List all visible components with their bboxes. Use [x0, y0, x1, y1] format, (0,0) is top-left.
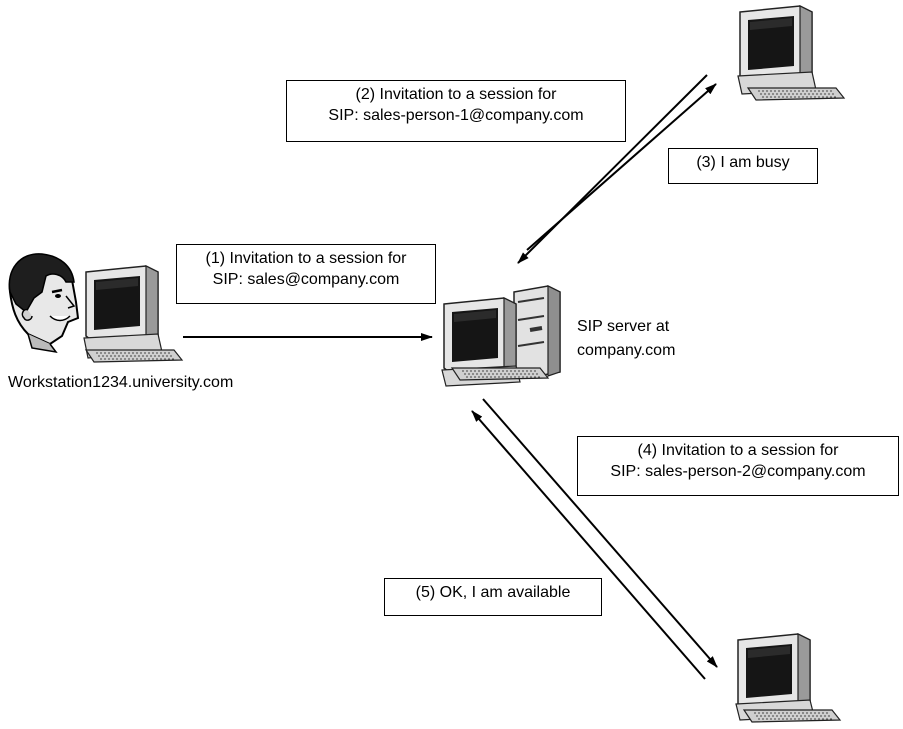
workstation-computer-icon: [83, 265, 183, 363]
person-face-icon: [8, 253, 80, 354]
message-3-line-1: (3) I am busy: [696, 154, 790, 171]
message-1-line-2: SIP: sales@company.com: [212, 271, 400, 288]
message-1-line-1: (1) Invitation to a session for: [205, 250, 407, 267]
message-2-line-1: (2) Invitation to a session for: [355, 86, 557, 103]
message-box-3: (3) I am busy: [668, 148, 818, 184]
workstation-label: Workstation1234.university.com: [8, 374, 234, 391]
sip-server-icon: [441, 285, 561, 387]
message-box-2: (2) Invitation to a session for SIP: sal…: [286, 80, 626, 142]
sales-person-2-computer-icon: [735, 633, 841, 723]
arrow-3-busy: [517, 74, 708, 264]
message-2-line-2: SIP: sales-person-1@company.com: [328, 107, 584, 124]
sales-person-1-computer-icon: [737, 5, 845, 101]
message-box-1: (1) Invitation to a session for SIP: sal…: [176, 244, 436, 304]
message-5-line-1: (5) OK, I am available: [415, 584, 571, 601]
arrow-5-ok: [471, 410, 706, 680]
message-4-line-2: SIP: sales-person-2@company.com: [610, 463, 866, 480]
message-box-4: (4) Invitation to a session for SIP: sal…: [577, 436, 899, 496]
server-label-line-2: company.com: [577, 342, 676, 359]
message-4-line-1: (4) Invitation to a session for: [637, 442, 839, 459]
server-label-line-1: SIP server at: [577, 318, 670, 335]
arrow-4-invitation: [482, 398, 718, 668]
message-box-5: (5) OK, I am available: [384, 578, 602, 616]
